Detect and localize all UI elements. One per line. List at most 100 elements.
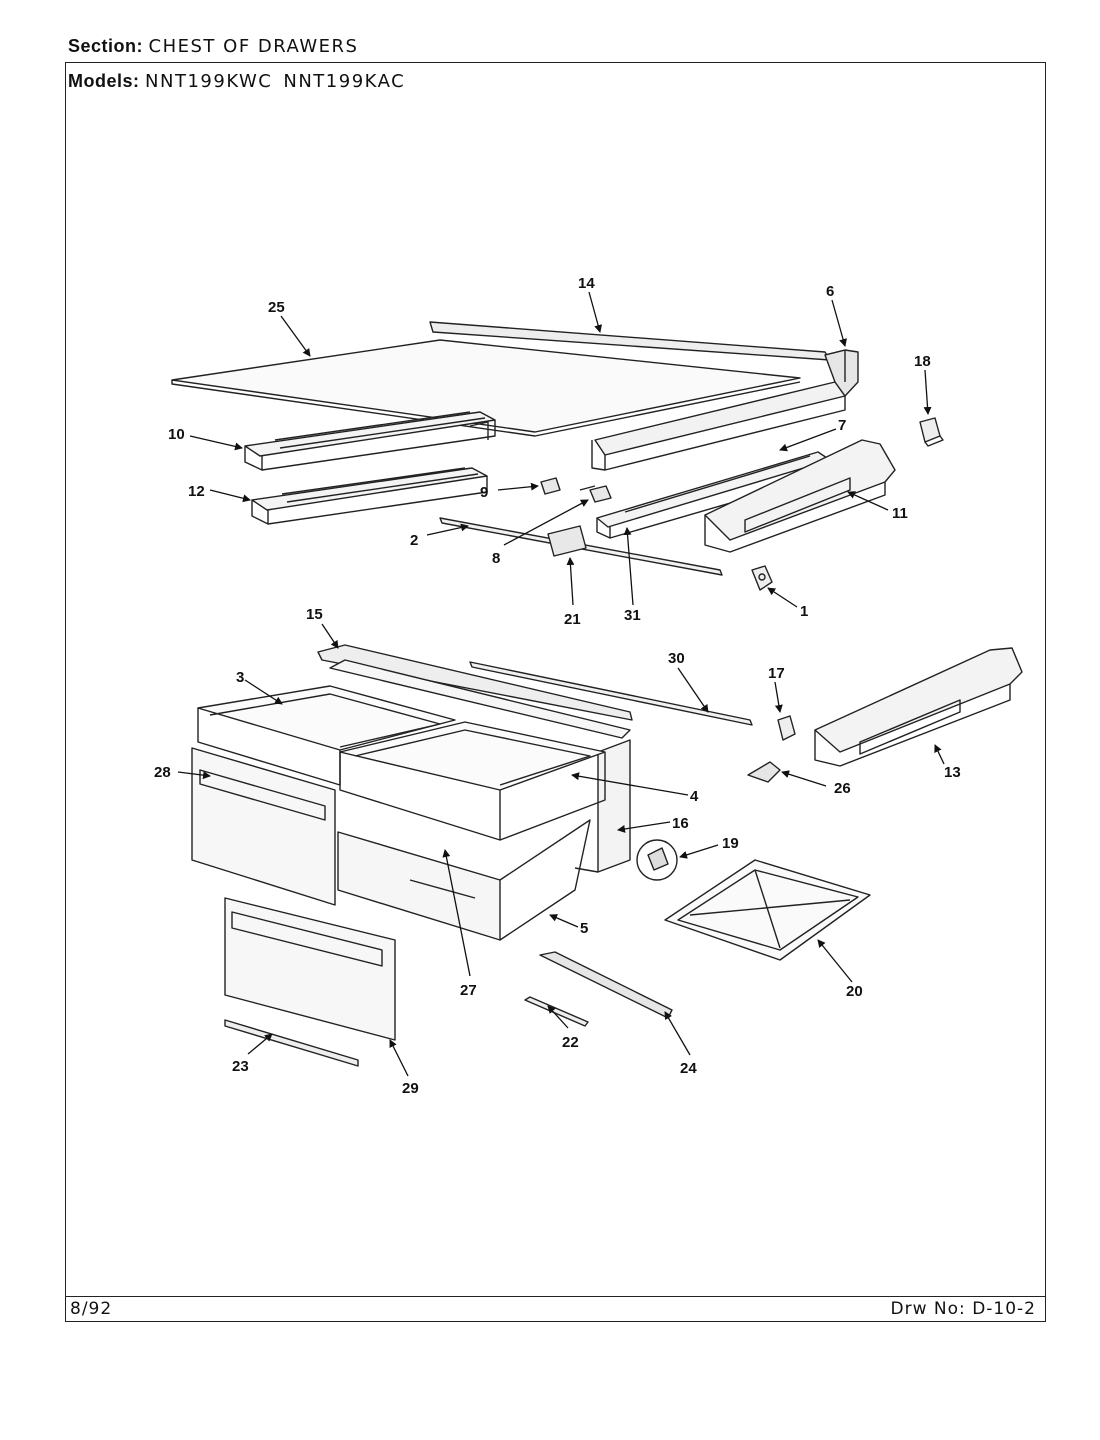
section-label: Section: (68, 36, 144, 56)
clip-1 (751, 565, 773, 591)
support-block-21 (547, 525, 587, 557)
leader-29 (389, 1039, 409, 1077)
model-2: NNT199KAC (283, 71, 406, 92)
section-value: CHEST OF DRAWERS (148, 36, 359, 57)
drawer-top-trim (317, 644, 633, 739)
callout-22: 22 (562, 1034, 579, 1051)
callout-29: 29 (402, 1080, 419, 1097)
callout-26: 26 (834, 780, 851, 797)
trim-rod-30 (469, 661, 753, 726)
leader-19 (679, 844, 719, 859)
drawing-number-value: D-10-2 (972, 1299, 1036, 1319)
handle-strip-23 (224, 1019, 359, 1067)
leader-17 (774, 681, 783, 713)
support-block-8 (579, 485, 612, 503)
callout-8: 8 (492, 550, 500, 567)
leader-23 (247, 1033, 273, 1055)
leader-lines (177, 291, 945, 1077)
drawer-left-upper (197, 685, 456, 786)
callout-14: 14 (578, 275, 595, 292)
detail-19 (636, 839, 678, 881)
callout-4: 4 (690, 788, 699, 805)
callout-30: 30 (668, 650, 685, 667)
shelf-glass (171, 339, 801, 437)
models-heading: Models: NNT199KWC NNT199KAC (68, 71, 405, 92)
callout-9: 9 (480, 484, 488, 501)
callout-27: 27 (460, 982, 477, 999)
leader-26 (781, 770, 827, 787)
drawer-left-lower (191, 747, 336, 906)
leader-18 (923, 369, 932, 415)
callout-2: 2 (410, 532, 418, 549)
leader-3 (244, 679, 283, 705)
leader-1 (767, 587, 798, 608)
shelf-front-frame (591, 349, 859, 471)
cam-26 (747, 761, 781, 783)
callout-16: 16 (672, 815, 689, 832)
leader-24 (664, 1011, 691, 1056)
leader-21 (566, 557, 575, 606)
callout-15: 15 (306, 606, 323, 623)
tray-frame (664, 859, 871, 961)
callout-21: 21 (564, 611, 581, 628)
leader-14 (588, 291, 603, 333)
callout-17: 17 (768, 665, 785, 682)
drawing-label: Drw No: (890, 1299, 966, 1319)
leader-16 (617, 821, 671, 833)
rail-left-lower (251, 467, 488, 525)
callout-10: 10 (168, 426, 185, 443)
leader-27 (442, 849, 471, 977)
leader-8 (503, 499, 589, 546)
callout-3: 3 (236, 669, 244, 686)
leader-20 (817, 939, 853, 983)
callout-18: 18 (914, 353, 931, 370)
leader-2 (426, 523, 469, 536)
callout-23: 23 (232, 1058, 249, 1075)
leader-4 (571, 772, 689, 796)
callout-6: 6 (826, 283, 834, 300)
callout-13: 13 (944, 764, 961, 781)
leader-25 (280, 315, 311, 357)
callout-24: 24 (680, 1060, 697, 1077)
callout-20: 20 (846, 983, 863, 1000)
leader-31 (623, 527, 634, 606)
leader-22 (547, 1005, 569, 1029)
callout-19: 19 (722, 835, 739, 852)
model-1: NNT199KWC (145, 71, 273, 92)
callout-11: 11 (892, 505, 908, 522)
slide-24 (539, 951, 673, 1019)
leader-30 (677, 667, 709, 713)
drawer-right-upper (339, 721, 606, 841)
footer-date: 8/92 (70, 1299, 113, 1319)
bar-22 (524, 996, 589, 1027)
drawer-right-lower (337, 819, 591, 941)
leader-5 (549, 914, 579, 928)
callout-12: 12 (188, 483, 205, 500)
callout-1: 1 (800, 603, 808, 620)
bracket-right-lower (814, 647, 1023, 767)
clip-18 (919, 417, 944, 447)
drawing-frame (65, 62, 1046, 1322)
rail-right (596, 451, 831, 539)
rail-left-upper (244, 411, 496, 471)
clip-17 (777, 715, 796, 741)
leader-15 (321, 623, 339, 649)
callout-7: 7 (838, 417, 846, 434)
callout-labels: 1 2 3 4 5 6 7 8 9 10 11 12 13 14 15 16 1… (154, 275, 961, 1097)
bracket-right-upper (704, 439, 896, 553)
drawing-number: Drw No: D-10-2 (891, 1299, 1036, 1319)
support-block-9 (540, 477, 561, 495)
drawer-frame-right (574, 739, 631, 873)
leader-6 (831, 299, 847, 347)
callout-31: 31 (624, 607, 641, 624)
drawer-front-panel (224, 897, 396, 1041)
leader-28 (177, 771, 211, 780)
leader-9 (497, 482, 539, 491)
leader-13 (934, 744, 945, 765)
callout-25: 25 (268, 299, 285, 316)
models-label: Models: (68, 71, 140, 91)
callout-5: 5 (580, 920, 588, 937)
section-heading: Section: CHEST OF DRAWERS (68, 36, 358, 57)
footer-divider (65, 1296, 1046, 1297)
